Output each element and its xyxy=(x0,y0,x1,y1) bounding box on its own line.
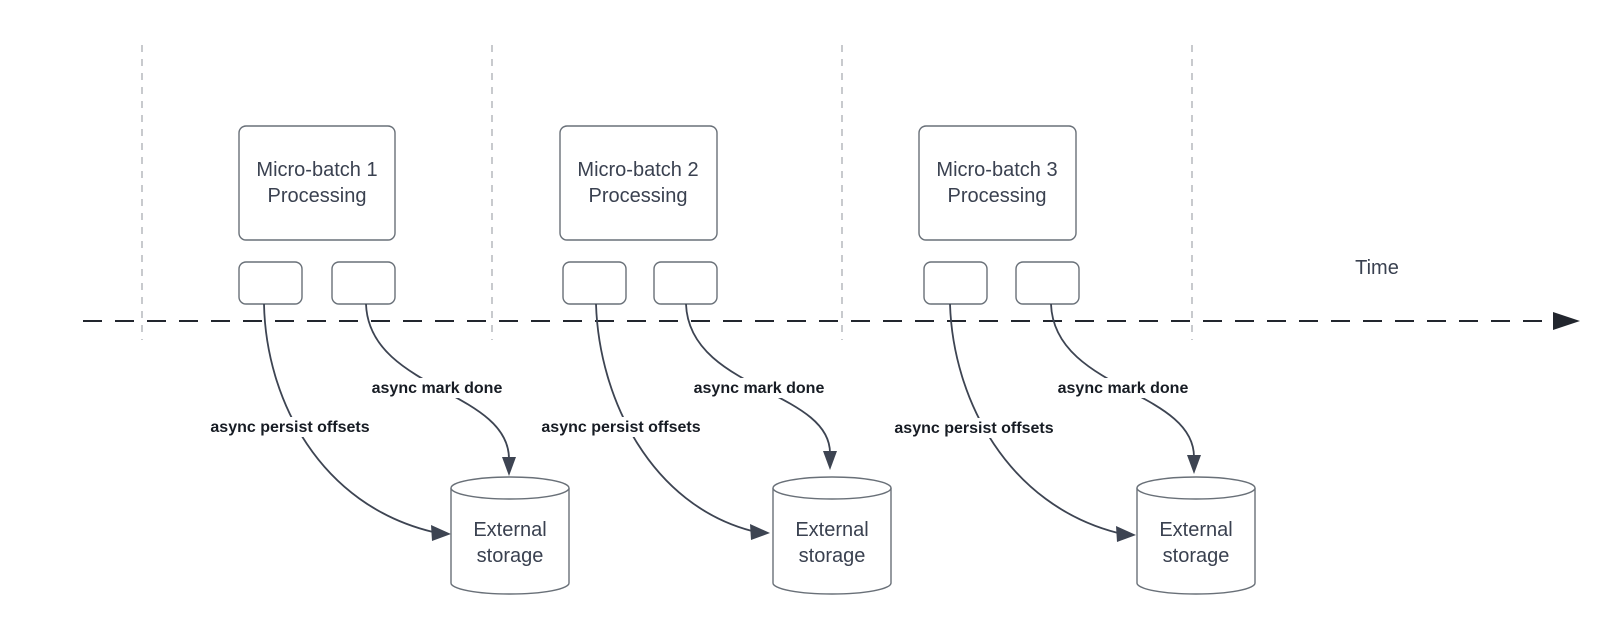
batch-1-mark-arrowhead-icon xyxy=(502,457,516,476)
batch-1-storage-label-line1: External xyxy=(473,519,546,541)
batch-1-box-subtitle: Processing xyxy=(268,185,367,207)
batch-3-storage-label-line1: External xyxy=(1159,519,1232,541)
batch-2-storage-label-line1: External xyxy=(795,519,868,541)
batch-3-persist-offsets-arrow xyxy=(949,303,1119,534)
svg-text:async mark done: async mark done xyxy=(372,380,503,397)
svg-text:async persist offsets: async persist offsets xyxy=(541,419,700,436)
batch-2-group: Micro-batch 2 Processing async persist o… xyxy=(532,125,892,595)
batch-1-box-title: Micro-batch 1 xyxy=(256,159,377,181)
batch-2-persist-arrowhead-icon xyxy=(750,524,770,540)
batch-1-storage-label-line2: storage xyxy=(477,545,544,567)
batch-1-processing-box xyxy=(238,125,396,241)
batch-3-mark-done-label: async mark done xyxy=(1050,378,1196,398)
batch-1-persist-offsets-arrow xyxy=(263,303,434,533)
batch-1-subtask-right xyxy=(331,261,396,305)
batch-2-persist-offsets-label: async persist offsets xyxy=(532,417,710,437)
svg-text:async mark done: async mark done xyxy=(694,380,825,397)
batch-3-box-subtitle: Processing xyxy=(948,185,1047,207)
batch-2-subtask-right xyxy=(653,261,718,305)
batch-3-processing-box xyxy=(918,125,1077,241)
batch-1-subtask-left xyxy=(238,261,303,305)
svg-text:async persist offsets: async persist offsets xyxy=(894,420,1053,437)
batch-1-persist-arrowhead-icon xyxy=(431,525,451,541)
batch-2-mark-arrowhead-icon xyxy=(823,451,837,470)
batch-2-processing-box xyxy=(559,125,718,241)
batch-2-storage-cylinder: External storage xyxy=(772,476,892,595)
batch-3-storage-label-line2: storage xyxy=(1163,545,1230,567)
svg-text:async persist offsets: async persist offsets xyxy=(210,419,369,436)
batch-2-mark-done-label: async mark done xyxy=(686,378,832,398)
batch-1-group: Micro-batch 1 Processing async persist o… xyxy=(201,125,570,595)
time-label: Time xyxy=(1355,257,1399,279)
batch-2-box-title: Micro-batch 2 xyxy=(577,159,698,181)
batch-2-storage-label-line2: storage xyxy=(799,545,866,567)
batch-2-box-subtitle: Processing xyxy=(589,185,688,207)
batch-1-storage-cylinder: External storage xyxy=(450,476,570,595)
batch-3-persist-arrowhead-icon xyxy=(1116,526,1136,542)
batch-1-persist-offsets-label: async persist offsets xyxy=(201,417,379,437)
batch-3-subtask-right xyxy=(1015,261,1080,305)
timeline-arrowhead-icon xyxy=(1553,312,1580,330)
batch-3-storage-cylinder: External storage xyxy=(1136,476,1256,595)
batch-2-persist-offsets-arrow xyxy=(595,303,753,532)
batch-2-subtask-left xyxy=(562,261,627,305)
batch-3-subtask-left xyxy=(923,261,988,305)
batch-3-persist-offsets-label: async persist offsets xyxy=(885,418,1063,438)
batch-3-group: Micro-batch 3 Processing async persist o… xyxy=(885,125,1256,595)
batch-3-mark-arrowhead-icon xyxy=(1187,455,1201,474)
batch-3-box-title: Micro-batch 3 xyxy=(936,159,1057,181)
svg-text:async mark done: async mark done xyxy=(1058,380,1189,397)
batch-1-mark-done-label: async mark done xyxy=(364,378,510,398)
